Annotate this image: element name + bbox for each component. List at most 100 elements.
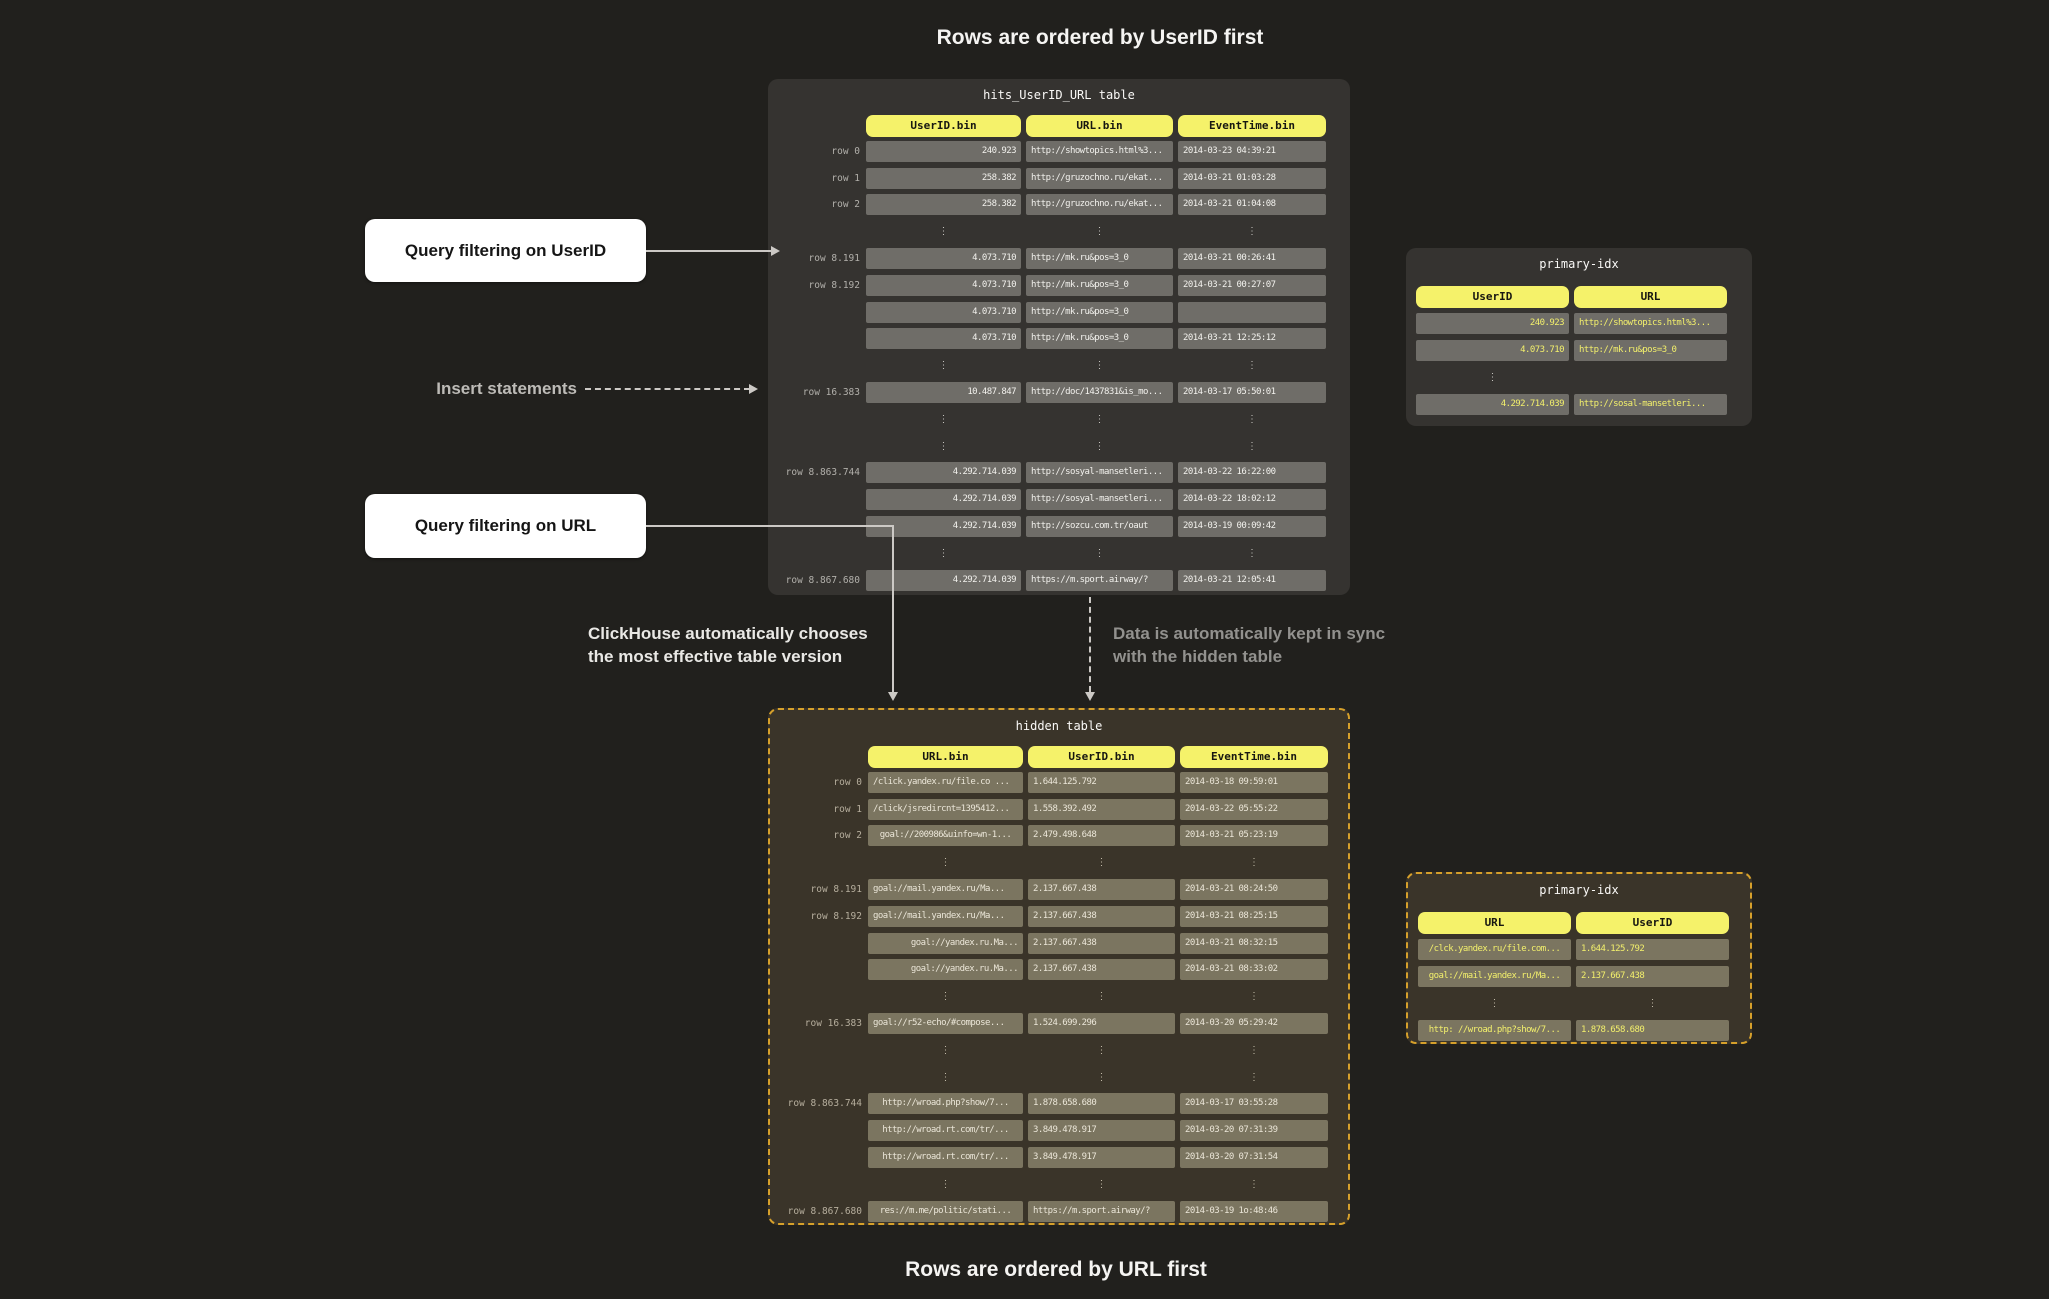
table-cell: 258.382	[866, 167, 1021, 189]
ellipsis: ⋮	[1247, 360, 1257, 372]
ellipsis: ⋮	[1249, 1044, 1259, 1056]
column-header: UserID.bin	[1028, 746, 1175, 768]
arrow-query-userid-head-icon	[771, 246, 780, 256]
table-cell: 2014-03-20 07:31:54	[1180, 1147, 1328, 1169]
arrow-query-url-head-icon	[888, 692, 898, 701]
row-label: row 16.383	[804, 1018, 862, 1030]
table-cell: 3.849.478.917	[1028, 1120, 1175, 1142]
table-cell: 4.292.714.039	[866, 569, 1021, 591]
column-header: EventTime.bin	[1178, 115, 1326, 137]
auto-choose-note-line1: ClickHouse automatically chooses	[588, 624, 868, 643]
table-cell: 2.137.667.438	[1028, 879, 1175, 901]
table-row: ⋮⋮⋮	[770, 1064, 1348, 1091]
table-cell: 2014-03-17 03:55:28	[1180, 1093, 1328, 1115]
auto-choose-note: ClickHouse automatically chooses the mos…	[588, 622, 868, 668]
table-cell: 2014-03-21 08:32:15	[1180, 932, 1328, 954]
column-header: UserID	[1416, 285, 1569, 308]
table-row: ⋮⋮⋮	[768, 218, 1350, 245]
row-label: row 0	[831, 145, 860, 157]
table-cell: 2.137.667.438	[1028, 959, 1175, 981]
table-cell: http://gruzochno.ru/ekat...	[1026, 194, 1173, 216]
table-cell: goal://yandex.ru.Ma...	[868, 959, 1023, 981]
ellipsis: ⋮	[1247, 547, 1257, 559]
table-cell: http://wroad.rt.com/tr/...	[868, 1147, 1023, 1169]
ellipsis: ⋮	[1247, 440, 1257, 452]
table-cell: 4.073.710	[866, 301, 1021, 323]
table-cell: 1.644.125.792	[1576, 939, 1729, 960]
table-cell: http://mk.ru&pos=3_0	[1026, 274, 1173, 296]
column-header: URL	[1574, 285, 1727, 308]
row-label: row 1	[833, 803, 862, 815]
table-cell: 2014-03-22 18:02:12	[1178, 489, 1326, 511]
table-cell: 2014-03-19 1o:48:46	[1180, 1200, 1328, 1222]
column-header: EventTime.bin	[1180, 746, 1328, 768]
table-row: /clck.yandex.ru/file.com...1.644.125.792	[1408, 936, 1750, 963]
ellipsis: ⋮	[1096, 991, 1107, 1003]
column-header: URL	[1418, 911, 1571, 934]
table-cell: http://sosyal-mansetleri...	[1026, 489, 1173, 511]
ellipsis	[1574, 367, 1727, 388]
sync-note-line1: Data is automatically kept in sync	[1113, 624, 1386, 643]
ellipsis: ⋮	[940, 1178, 951, 1190]
column-header: UserID	[1576, 911, 1729, 934]
table-cell: 2014-03-20 05:29:42	[1180, 1013, 1328, 1035]
table-row: row 0/click.yandex.ru/file.co ...1.644.1…	[770, 769, 1348, 796]
table-cell: 2014-03-21 05:23:19	[1180, 825, 1328, 847]
arrow-query-url-vline	[892, 525, 894, 693]
ellipsis: ⋮	[1487, 372, 1498, 383]
table-row: ⋮⋮	[1408, 990, 1750, 1017]
ellipsis: ⋮	[940, 1071, 951, 1083]
table-cell: http://mk.ru&pos=3_0	[1026, 328, 1173, 350]
ellipsis: ⋮	[940, 991, 951, 1003]
row-label: row 1	[831, 172, 860, 184]
table-cell: http://showtopics.html%3...	[1574, 313, 1727, 334]
table-cell: 2014-03-21 00:27:07	[1178, 274, 1326, 296]
ellipsis: ⋮	[1249, 857, 1259, 869]
ellipsis: ⋮	[938, 360, 949, 372]
arrow-insert-statements-line	[585, 388, 750, 390]
table-cell: 2014-03-22 16:22:00	[1178, 462, 1326, 484]
table-cell: http://sozcu.com.tr/oaut	[1026, 516, 1173, 538]
ellipsis: ⋮	[938, 547, 949, 559]
sync-note: Data is automatically kept in sync with …	[1113, 622, 1385, 668]
table-cell: 4.073.710	[1416, 340, 1569, 361]
column-header: URL.bin	[1026, 115, 1173, 137]
query-filtering-url-callout: Query filtering on URL	[365, 494, 646, 558]
ellipsis: ⋮	[1096, 1178, 1107, 1190]
top-title: Rows are ordered by UserID first	[936, 26, 1264, 49]
table-cell: 2.137.667.438	[1028, 905, 1175, 927]
table-cell: 2014-03-21 08:25:15	[1180, 905, 1328, 927]
row-label: row 8.863.744	[785, 467, 860, 479]
row-label: row 8.192	[808, 279, 860, 291]
table-cell: http://sosyal-mansetleri...	[1026, 462, 1173, 484]
ellipsis: ⋮	[1249, 1178, 1259, 1190]
table-cell: /click/jsredircnt=1395412...	[868, 798, 1023, 820]
table-cell: 1.558.392.492	[1028, 798, 1175, 820]
arrow-insert-statements-head-icon	[749, 384, 758, 394]
bottom-title: Rows are ordered by URL first	[905, 1258, 1207, 1281]
table-row: ⋮⋮⋮	[768, 540, 1350, 567]
arrow-query-userid-line	[646, 250, 773, 252]
table-cell: 2.137.667.438	[1028, 932, 1175, 954]
row-label: row 2	[831, 199, 860, 211]
ellipsis: ⋮	[938, 413, 949, 425]
table-cell: 1.644.125.792	[1028, 771, 1175, 793]
